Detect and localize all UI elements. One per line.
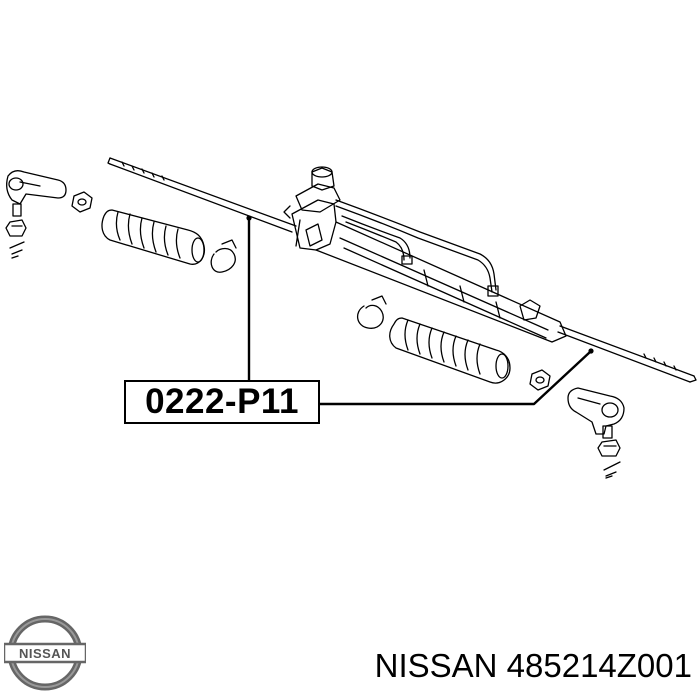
leader-lines xyxy=(247,216,592,406)
left-inner-tie-rod xyxy=(107,157,297,233)
right-inner-tie-rod xyxy=(557,325,697,383)
left-tie-rod-end xyxy=(6,170,67,217)
left-boot-clamp xyxy=(210,239,237,273)
hydraulic-lines xyxy=(335,199,499,297)
pinion-valve-body xyxy=(283,166,341,247)
part-caption: NISSAN 485214Z001 xyxy=(374,647,692,684)
rack-housing xyxy=(291,199,567,343)
left-cotter-pin xyxy=(9,241,25,259)
left-dust-boot xyxy=(101,209,206,265)
right-tie-rod-end xyxy=(567,387,625,439)
leader-dot-left xyxy=(246,215,252,221)
right-castle-nut xyxy=(597,439,621,457)
right-lock-nut xyxy=(529,369,551,391)
left-lock-nut xyxy=(71,191,93,213)
nissan-logo: NISSAN xyxy=(4,615,86,691)
left-castle-nut xyxy=(5,219,27,237)
right-cotter-pin xyxy=(603,461,621,479)
right-dust-boot xyxy=(389,317,511,384)
right-boot-clamp xyxy=(357,295,387,329)
part-number-label: 0222-P11 xyxy=(124,380,320,424)
nissan-logo-text: NISSAN xyxy=(19,646,71,661)
leader-dot-right xyxy=(588,348,594,354)
